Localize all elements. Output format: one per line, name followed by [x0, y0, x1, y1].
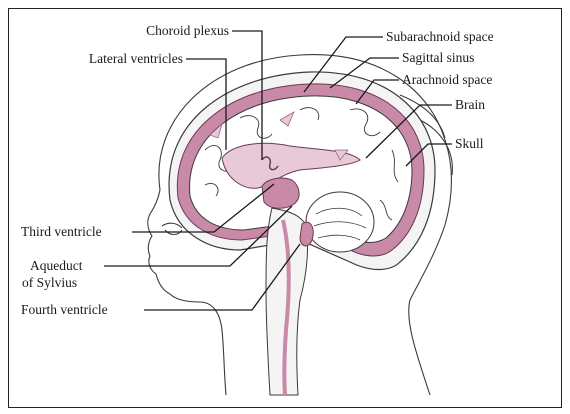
label-brain: Brain: [455, 97, 485, 112]
label-aqueduct-line2: of Sylvius: [22, 275, 77, 290]
label-subarachnoid-space: Subarachnoid space: [386, 29, 494, 44]
label-skull: Skull: [455, 136, 484, 151]
label-fourth-ventricle: Fourth ventricle: [21, 302, 108, 317]
label-third-ventricle: Third ventricle: [21, 224, 102, 239]
label-aqueduct-line1: Aqueduct: [30, 258, 83, 273]
fourth-ventricle-shape: [300, 222, 313, 246]
label-arachnoid-space: Arachnoid space: [402, 72, 492, 87]
label-sagittal-sinus: Sagittal sinus: [402, 50, 474, 65]
label-lateral-ventricles: Lateral ventricles: [89, 51, 183, 66]
third-ventricle-shape: [262, 178, 299, 208]
label-choroid-plexus: Choroid plexus: [146, 23, 229, 38]
cerebellum: [306, 192, 374, 252]
